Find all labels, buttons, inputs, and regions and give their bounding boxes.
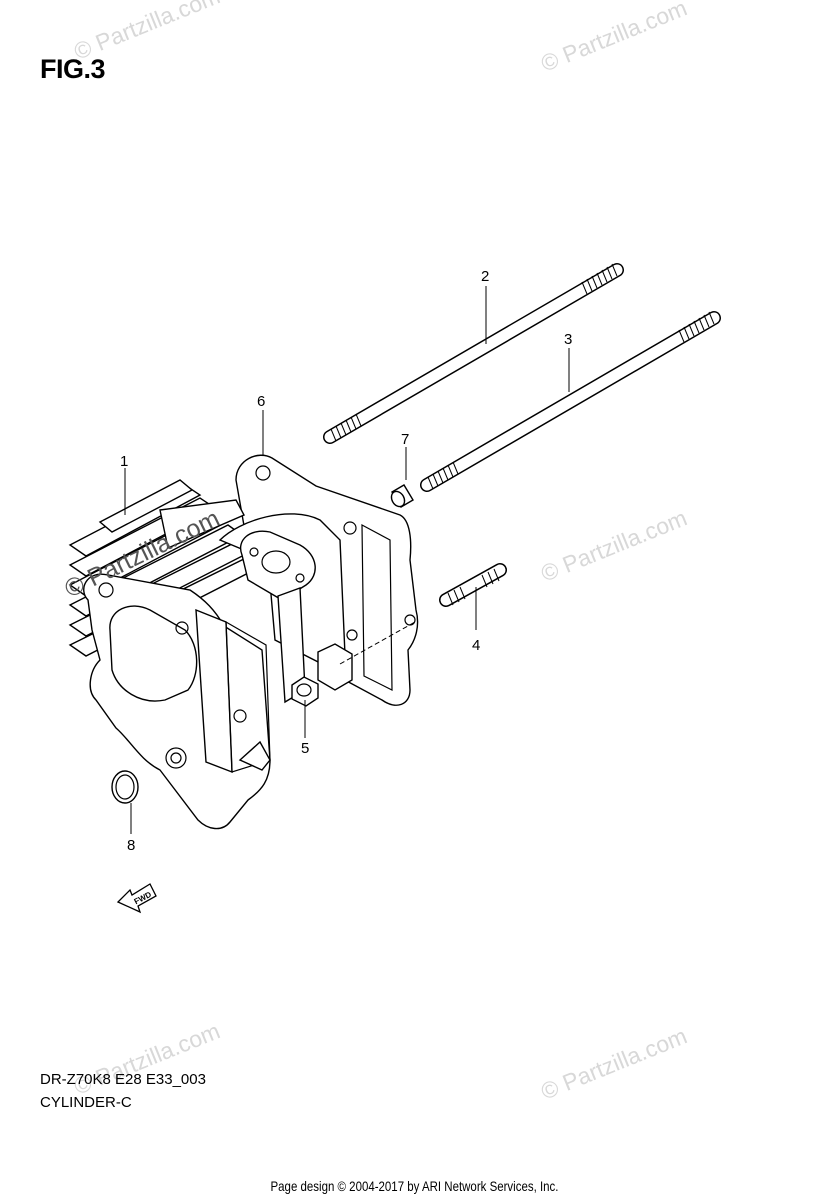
o-ring-8[interactable] — [111, 770, 139, 804]
callout-8: 8 — [127, 837, 135, 854]
cylinder-1[interactable] — [68, 479, 346, 830]
page-footer: Page design © 2004-2017 by ARI Network S… — [270, 1178, 559, 1194]
watermark-bottom-right: © Partzilla.com — [537, 1022, 690, 1104]
callout-5: 5 — [301, 740, 309, 757]
figure-title: FIG.3 — [40, 54, 106, 84]
stud-bolt-2-thread-lower — [330, 413, 362, 442]
section-name: CYLINDER-C — [40, 1094, 132, 1111]
leader-lines — [124, 286, 570, 834]
stud-bolt-3-thread-lower — [427, 461, 459, 490]
spacer-block — [317, 643, 353, 691]
watermark-top-left: © Partzilla.com — [70, 0, 223, 65]
assembly-dash-line — [339, 621, 416, 665]
nut-5[interactable] — [291, 676, 319, 707]
callout-1: 1 — [120, 453, 128, 470]
callout-2: 2 — [481, 268, 489, 285]
stud-bolt-2[interactable] — [323, 263, 624, 444]
stud-bolt-3[interactable] — [420, 311, 721, 492]
stud-bolt-4[interactable] — [439, 563, 507, 607]
stud-bolt-3-thread-upper — [678, 311, 715, 343]
callout-6: 6 — [257, 393, 265, 410]
fwd-arrow-icon: FWD — [116, 883, 157, 914]
dowel-pin-7[interactable] — [389, 484, 414, 509]
model-code: DR-Z70K8 E28 E33_003 — [40, 1071, 206, 1088]
watermark-top-right: © Partzilla.com — [537, 0, 690, 77]
callout-4: 4 — [472, 637, 480, 654]
watermark-mid-right: © Partzilla.com — [537, 504, 690, 586]
callout-3: 3 — [564, 331, 572, 348]
stud-bolt-2-thread-upper — [581, 263, 618, 295]
callout-7: 7 — [401, 431, 409, 448]
